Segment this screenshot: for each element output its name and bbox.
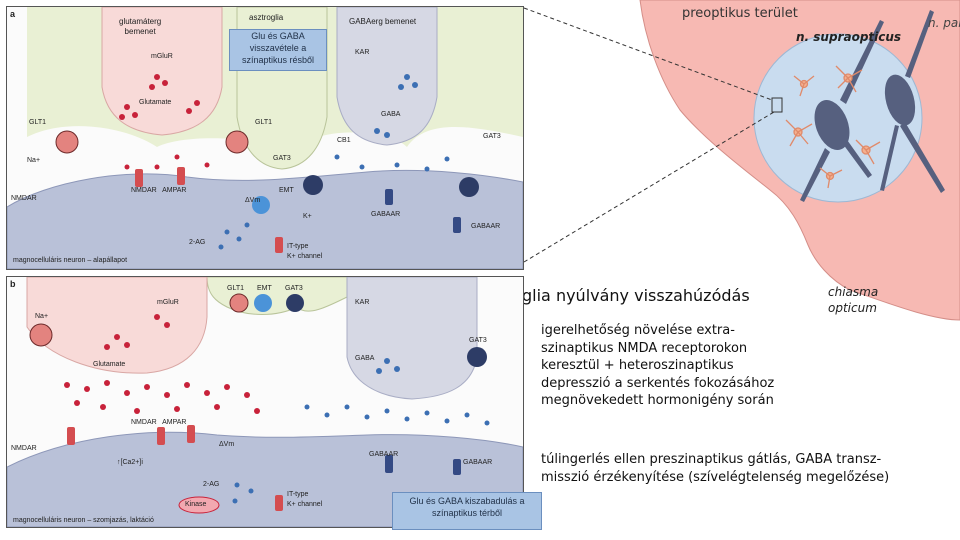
na-label: Na+ — [27, 157, 41, 164]
it-type-b-label: IT-type — [287, 491, 309, 498]
it-type-label: IT-type — [287, 243, 309, 250]
emt-b-label: EMT — [257, 285, 272, 292]
paragraph-2: túlingerlés ellen preszinaptikus gátlás,… — [541, 452, 890, 485]
gaba-b-label: GABA — [355, 355, 375, 362]
kar-b-label: KAR — [355, 299, 370, 306]
gabaar2-label: GABAAR — [471, 223, 501, 230]
zoom-line-bottom — [523, 111, 775, 263]
astrocyte-cells — [785, 65, 881, 189]
na-b-label: Na+ — [35, 313, 49, 320]
nmdar-ampar-b-label: NMDAR AMPAR — [131, 419, 187, 426]
gat3-b-label: GAT3 — [285, 285, 303, 292]
gabaar-label: GABAAR — [371, 211, 401, 218]
ca-label: ↑[Ca2+]i — [117, 459, 143, 466]
panel-a-letter: a — [10, 9, 16, 19]
panel-b-letter: b — [10, 279, 16, 289]
nmdar-left-label: NMDAR — [11, 195, 37, 202]
chiasma-label: chiasma opticum — [828, 285, 879, 315]
cb1-label: CB1 — [337, 137, 351, 144]
zoom-line-top — [523, 7, 773, 101]
paragraph-1: igerelhetőség növelése extra- szinaptiku… — [541, 323, 775, 408]
panel-b: b Na+ mGluR GLT1 EMT GAT3 KAR GAT3 GABA … — [6, 276, 524, 528]
glutamate-b-label: Glutamate — [93, 361, 126, 368]
gat3-b-right-label: GAT3 — [469, 337, 487, 344]
gaba-label: GABA — [381, 111, 401, 118]
dv-b-label: ΔVm — [219, 441, 235, 448]
k-channel-label: K+ channel — [287, 253, 323, 260]
k-channel-b-label: K+ channel — [287, 501, 323, 508]
kar-label: KAR — [355, 49, 370, 56]
two-ag-b-label: 2-AG — [203, 481, 220, 488]
panel-b-graphics — [7, 277, 523, 527]
gabaar-b-label: GABAAR — [369, 451, 399, 458]
astroglia-label: asztroglia — [249, 13, 284, 22]
glt1-b-label: GLT1 — [227, 285, 244, 292]
glt1-right-label: GLT1 — [255, 119, 272, 126]
nmdar-b-left-label: NMDAR — [11, 445, 37, 452]
gat3-left-label: GAT3 — [273, 155, 291, 162]
glutamate-label: Glutamate — [139, 99, 172, 106]
release-callout: Glu és GABA kiszabadulás a színaptikus t… — [392, 492, 542, 530]
panel-a: a glutamáterg bemenet asztroglia GABAerg… — [6, 6, 524, 270]
zoom-box — [771, 97, 783, 113]
panel-b-caption: magnocelluláris neuron – szomjazás, lakt… — [13, 517, 154, 524]
glt1-left-label: GLT1 — [29, 119, 46, 126]
heading: glia nyúlvány visszahúzódás — [522, 286, 750, 305]
nmdar-ampar-label: NMDAR AMPAR — [131, 187, 187, 194]
glutamatergic-input-label: glutamáterg bemenet — [119, 17, 162, 36]
edge-label: n. par — [928, 16, 960, 30]
two-ag-label: 2-AG — [189, 239, 206, 246]
emt-label: EMT — [279, 187, 294, 194]
k-label: K+ — [303, 213, 312, 220]
nucleus-label: n. supraopticus — [796, 30, 902, 44]
kinase-label: Kinase — [185, 501, 207, 508]
region-label: preoptikus terület — [682, 6, 798, 21]
magnocellular-neuron-2 — [880, 10, 945, 193]
reuptake-callout: Glu és GABA visszavétele a színaptikus r… — [229, 29, 327, 71]
mglur-label: mGluR — [151, 53, 173, 60]
panel-a-caption: magnocelluláris neuron – alapállapot — [13, 257, 128, 264]
dv-label: ΔVm — [245, 197, 261, 204]
gabaergic-input-label: GABAerg bemenet — [349, 17, 417, 26]
mglur-b-label: mGluR — [157, 299, 179, 306]
gabaar2-b-label: GABAAR — [463, 459, 493, 466]
gat3-right-label: GAT3 — [483, 133, 501, 140]
